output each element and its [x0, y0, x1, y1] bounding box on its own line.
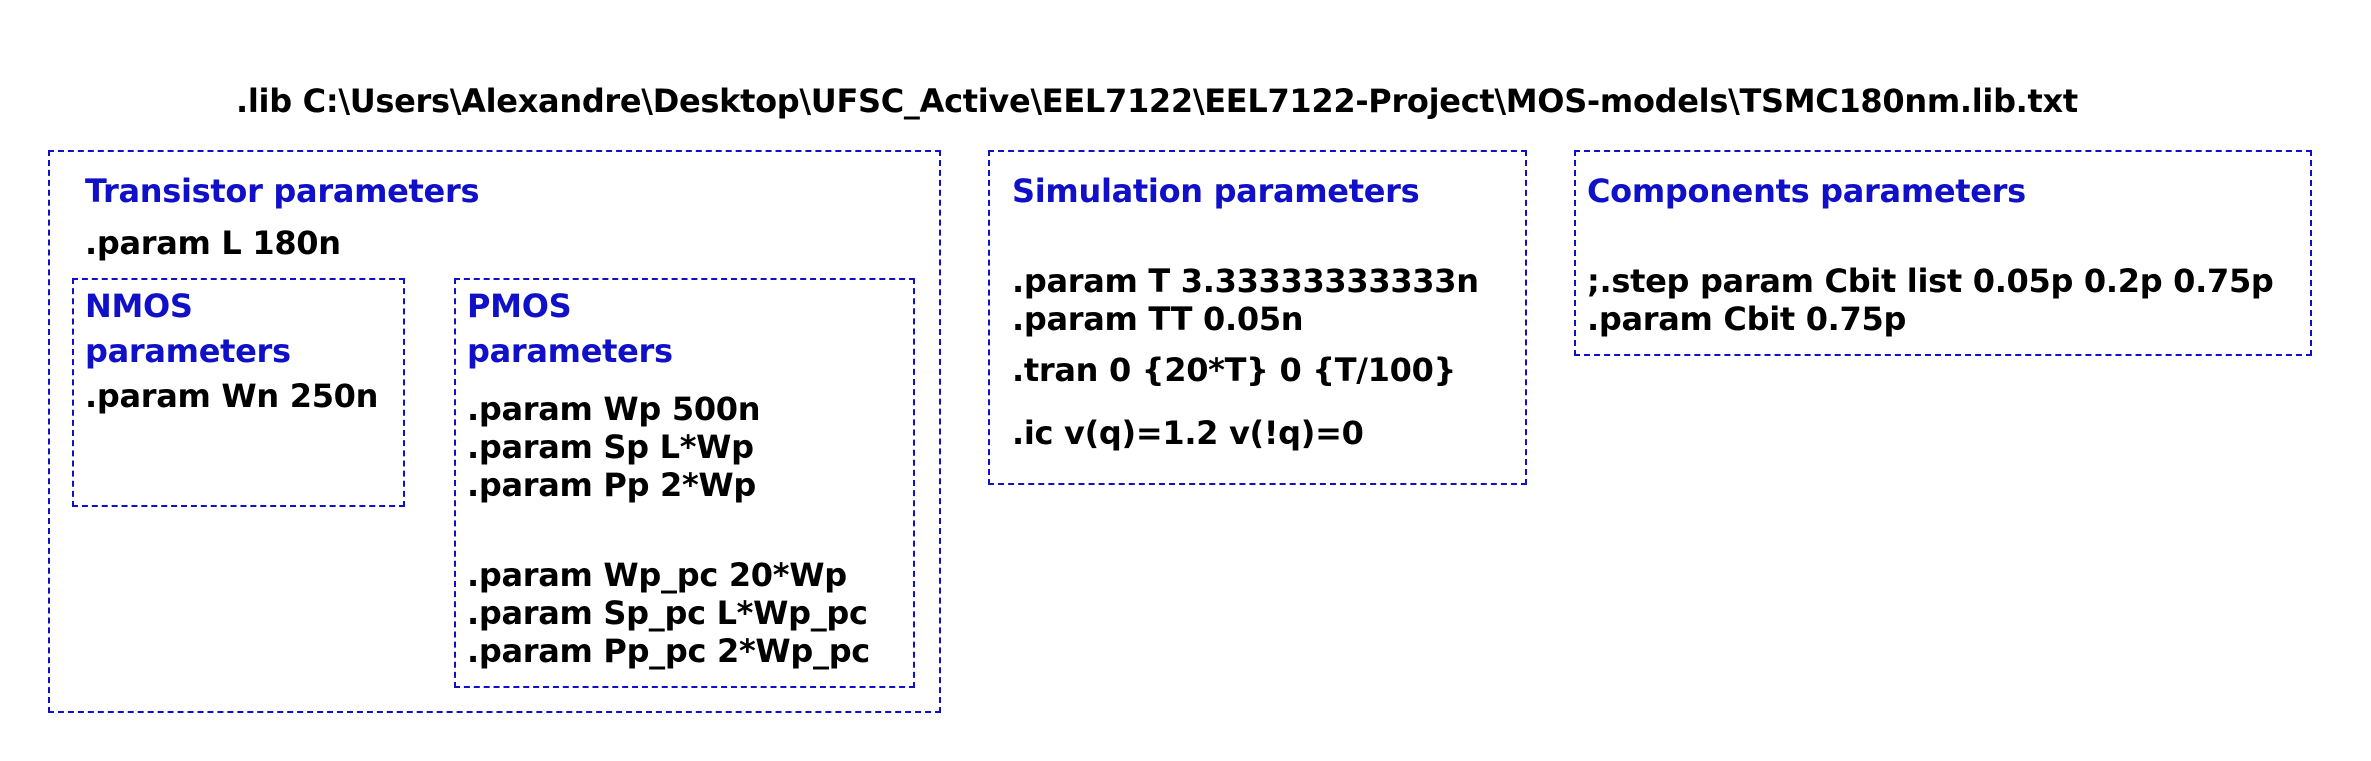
- components-parameters-box[interactable]: [1574, 150, 2312, 356]
- pmos-title-line1[interactable]: PMOS: [467, 287, 572, 325]
- nmos-title-line1[interactable]: NMOS: [85, 287, 193, 325]
- param-wn-directive[interactable]: .param Wn 250n: [85, 377, 379, 415]
- simulation-parameters-title[interactable]: Simulation parameters: [1012, 172, 1420, 210]
- param-wp-pc-directive[interactable]: .param Wp_pc 20*Wp: [467, 556, 847, 594]
- pmos-title-line2[interactable]: parameters: [467, 332, 673, 370]
- param-l-directive[interactable]: .param L 180n: [85, 224, 341, 262]
- nmos-parameters-box[interactable]: [72, 278, 405, 507]
- pmos-parameters-box[interactable]: [454, 278, 915, 688]
- param-cbit-directive[interactable]: .param Cbit 0.75p: [1587, 300, 1907, 338]
- components-parameters-title[interactable]: Components parameters: [1587, 172, 2026, 210]
- param-pp-pc-directive[interactable]: .param Pp_pc 2*Wp_pc: [467, 632, 870, 670]
- param-sp-pc-directive[interactable]: .param Sp_pc L*Wp_pc: [467, 594, 868, 632]
- param-t-directive[interactable]: .param T 3.33333333333n: [1012, 262, 1479, 300]
- lib-directive[interactable]: .lib C:\Users\Alexandre\Desktop\UFSC_Act…: [236, 82, 2078, 120]
- step-cbit-directive[interactable]: ;.step param Cbit list 0.05p 0.2p 0.75p: [1587, 262, 2274, 300]
- simulation-parameters-box[interactable]: [988, 150, 1527, 485]
- transistor-parameters-box[interactable]: [48, 150, 941, 713]
- tran-directive[interactable]: .tran 0 {20*T} 0 {T/100}: [1012, 351, 1457, 389]
- param-tt-directive[interactable]: .param TT 0.05n: [1012, 300, 1304, 338]
- param-pp-directive[interactable]: .param Pp 2*Wp: [467, 466, 757, 504]
- param-sp-directive[interactable]: .param Sp L*Wp: [467, 428, 754, 466]
- nmos-title-line2[interactable]: parameters: [85, 332, 291, 370]
- transistor-parameters-title[interactable]: Transistor parameters: [85, 172, 480, 210]
- param-wp-directive[interactable]: .param Wp 500n: [467, 390, 761, 428]
- ic-directive[interactable]: .ic v(q)=1.2 v(!q)=0: [1012, 414, 1364, 452]
